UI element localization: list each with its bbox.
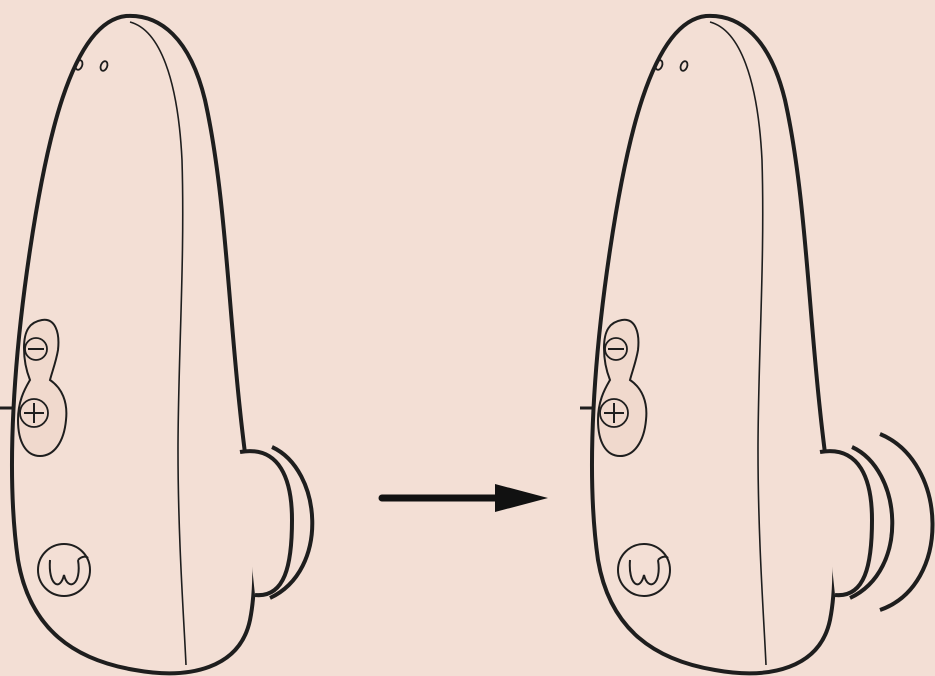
button-capsule (18, 320, 66, 456)
plus-icon (20, 399, 48, 427)
device-before (0, 16, 312, 673)
arrow-right-icon (382, 484, 548, 512)
vibration-wave-outer (880, 434, 933, 610)
device-after (580, 16, 933, 673)
plus-icon (600, 399, 628, 427)
button-capsule (598, 320, 646, 456)
